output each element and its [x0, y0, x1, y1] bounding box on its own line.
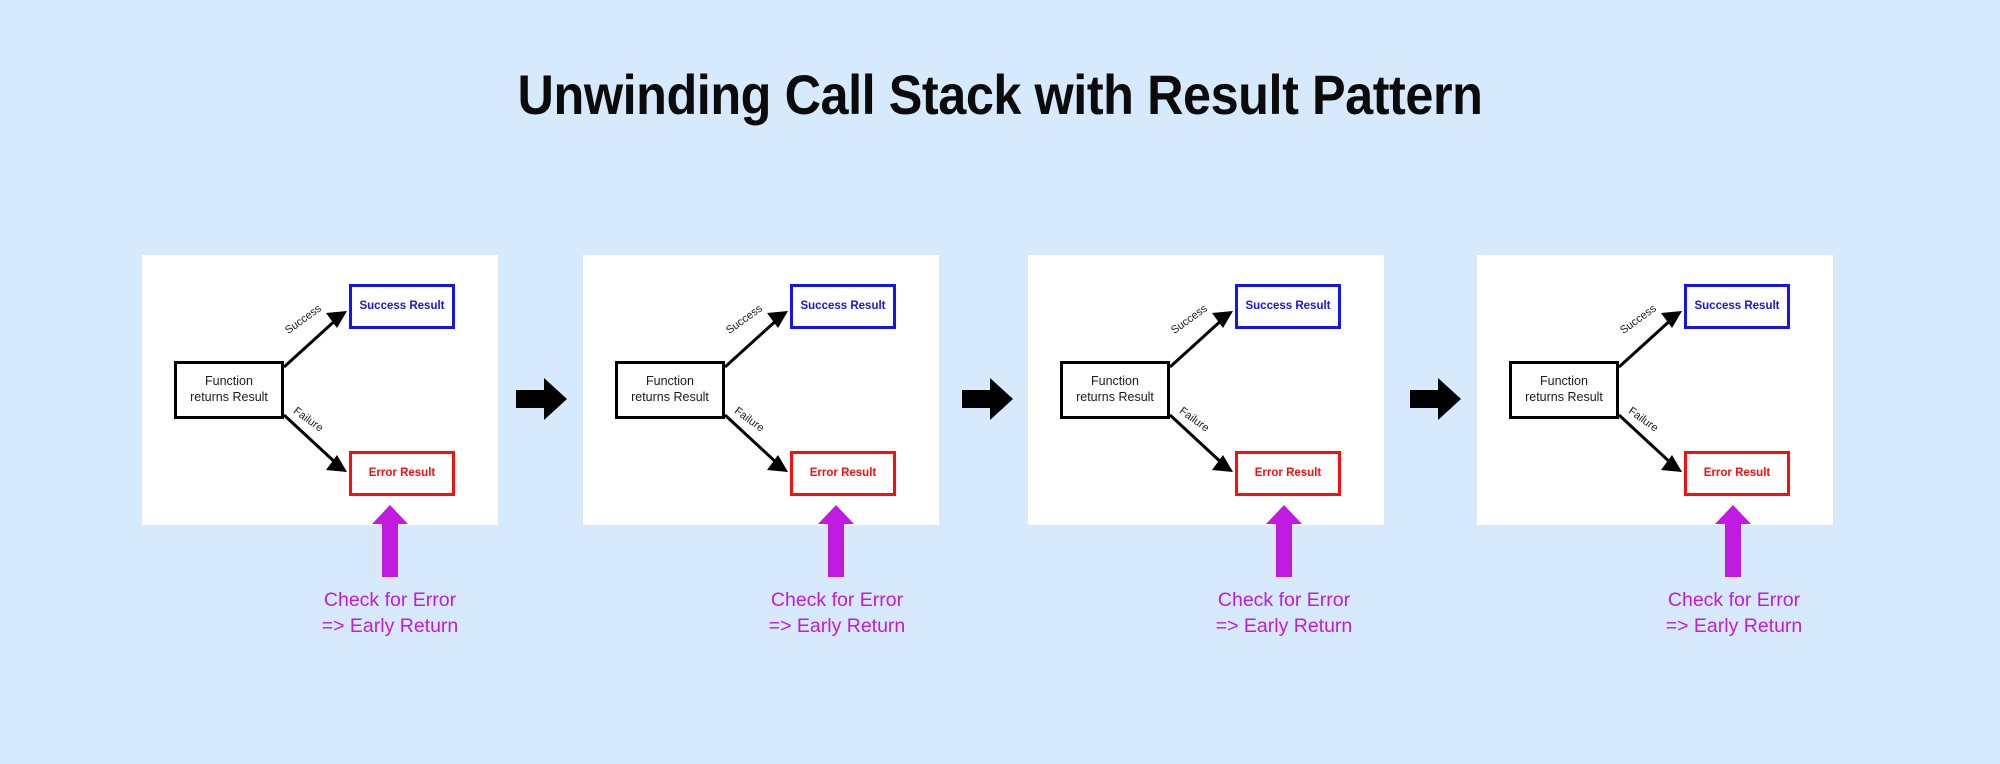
- edge-arrows: [282, 311, 347, 472]
- success-result-box: Success Result: [1235, 284, 1341, 329]
- up-arrow-icon: [1715, 505, 1751, 577]
- page-title: Unwinding Call Stack with Result Pattern: [517, 63, 1483, 126]
- success-result-box: Success Result: [1684, 284, 1790, 329]
- edge-arrows: [723, 311, 788, 472]
- right-arrow-icon: [1410, 378, 1461, 420]
- right-arrow-icon: [516, 378, 567, 420]
- up-arrow-icon: [372, 505, 408, 577]
- caption-check-for-error-4: Check for Error => Early Return: [1665, 589, 1803, 637]
- error-result-box: Error Result: [1684, 451, 1790, 496]
- caption-check-for-error-2: Check for Error => Early Return: [768, 589, 906, 637]
- caption-check-for-error-1: Check for Error => Early Return: [321, 589, 459, 637]
- error-result-box: Error Result: [790, 451, 896, 496]
- diagram-panel-4: Function returns Result Success Result E…: [1477, 255, 1833, 525]
- diagram-panel-1: Function returns Result Success Result E…: [142, 255, 498, 525]
- caption-check-for-error-3: Check for Error => Early Return: [1215, 589, 1353, 637]
- edge-arrows: [1617, 311, 1682, 472]
- success-result-box: Success Result: [790, 284, 896, 329]
- function-box: Function returns Result: [615, 361, 725, 419]
- up-arrow-icon: [1266, 505, 1302, 577]
- up-arrow-icon: [818, 505, 854, 577]
- function-box: Function returns Result: [1509, 361, 1619, 419]
- diagram-panel-3: Function returns Result Success Result E…: [1028, 255, 1384, 525]
- right-arrow-icon: [962, 378, 1013, 420]
- error-result-box: Error Result: [349, 451, 455, 496]
- success-result-box: Success Result: [349, 284, 455, 329]
- error-result-box: Error Result: [1235, 451, 1341, 496]
- edge-arrows: [1168, 311, 1233, 472]
- function-box: Function returns Result: [1060, 361, 1170, 419]
- function-box: Function returns Result: [174, 361, 284, 419]
- panel-sequence: Function returns Result Success Result E…: [0, 255, 2000, 535]
- diagram-panel-2: Function returns Result Success Result E…: [583, 255, 939, 525]
